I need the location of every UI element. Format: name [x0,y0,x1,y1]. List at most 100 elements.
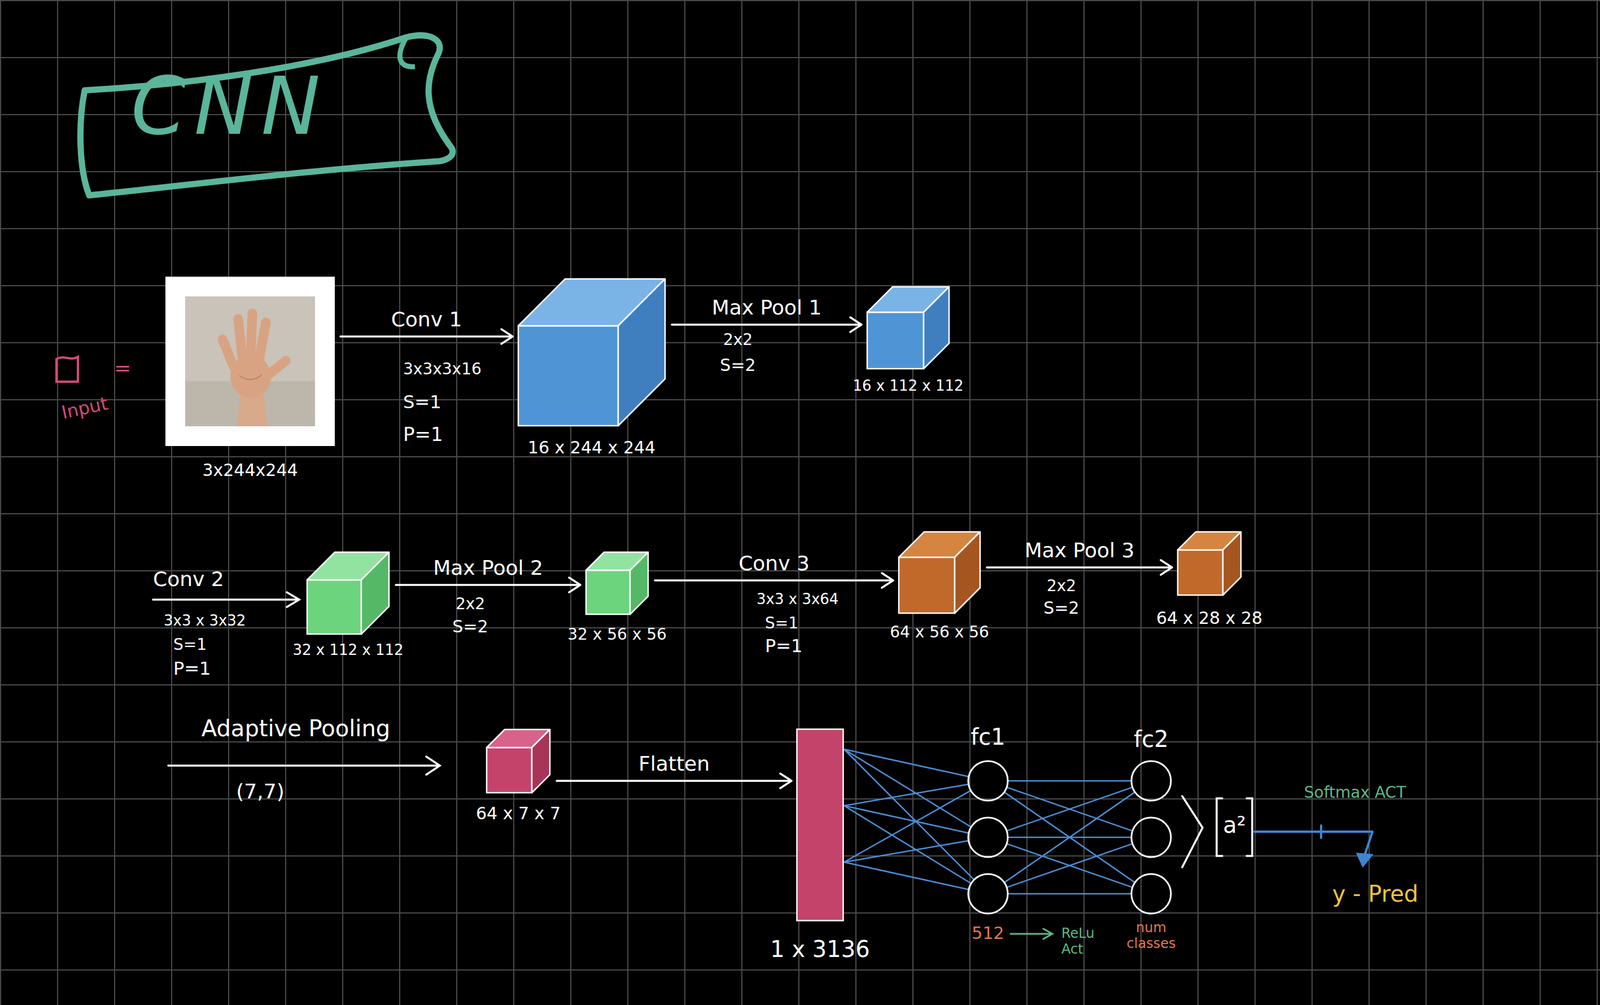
cube-front [867,312,924,369]
tensor-cube: 64 x 56 x 56 [897,530,982,615]
adaptive-pool-arrow [168,756,440,775]
pool-size: 2x2 [455,595,485,614]
operation-label: Max Pool 1 [711,295,823,319]
kernel-size: 3x3 x 3x32 [163,612,246,630]
vector-brackets [1216,798,1253,856]
dimension-label: 1 x 3136 [770,936,870,963]
node-figure [485,728,552,794]
cube-side [923,286,950,369]
layer-arrow [654,573,894,588]
node-figure [584,551,650,616]
cube-front [518,325,619,426]
tensor-cube: 64 x 28 x 28 [1176,530,1243,597]
padding-label: P=1 [403,423,444,446]
cube-front [486,747,532,793]
node-figure [967,759,1009,915]
cube-side [630,552,649,615]
input-label: Input [59,392,111,423]
stride-label: S=1 [173,635,207,654]
kernel-size: 3x3 x 3x64 [756,591,839,609]
node-figure [796,728,845,922]
stride-label: S=1 [764,614,799,633]
stride-label: S=2 [452,617,488,637]
tensor-cube: 64 x 7 x 7 [485,728,552,794]
cube-side [954,531,981,614]
equals-sign: = [114,356,131,380]
neuron [968,873,1008,914]
operation-label: Max Pool 2 [433,556,544,580]
layer-name: Adaptive Pooling [201,715,391,742]
dense-connections [844,749,974,890]
layer-arrow [671,317,862,332]
dense-connections [1004,780,1135,894]
stride-label: S=2 [1043,598,1079,619]
dimension-label: 32 x 56 x 56 [567,625,667,644]
neuron [1131,873,1171,914]
input-icon [56,356,78,382]
cube-side [361,552,389,635]
layer-size-label: 512 [971,923,1004,944]
tensor-cube: 32 x 112 x 112 [305,551,391,636]
dimension-label: fc2 [1133,726,1169,753]
dimension-label: 3x244x244 [202,460,298,481]
activation-label: ReLu Act [1061,925,1104,957]
neuron [968,761,1008,801]
dimension-label: 16 x 112 x 112 [852,377,964,395]
hand-finger [250,313,253,357]
softmax-arrowhead [1357,853,1372,867]
prediction-label: y - Pred [1332,880,1419,907]
tensor-cube: 16 x 112 x 112 [866,285,951,370]
stride-label: S=1 [403,391,441,413]
operation-label: Max Pool 3 [1024,538,1135,562]
neuron [1131,817,1171,858]
cube-front [307,579,362,635]
padding-label: P=1 [764,635,803,657]
cube-side [531,729,550,793]
cube-front [586,570,631,615]
output-vector: a² [1214,796,1255,859]
pool-size: 2x2 [1046,576,1077,596]
conv2-arrow [152,592,300,607]
node-figure [165,276,335,447]
node-figure [866,285,951,370]
input-image: 3x244x244 [165,276,335,447]
hand-finger [259,322,266,360]
title-banner [80,35,453,196]
cube-side [618,278,666,426]
dimension-label: a² [1222,811,1247,838]
operation-label: Conv 1 [391,307,463,331]
stride-label: S=2 [719,355,756,376]
activation-label: Softmax ACT [1304,783,1406,802]
layer-size-label: num classes [1117,920,1186,952]
softmax-arrow [1254,825,1373,858]
neuron [968,817,1008,858]
node-figure [897,530,982,615]
hand-photo [185,296,316,427]
kernel-size: 3x3x3x16 [403,360,482,379]
hand-finger [222,339,234,367]
tensor-cube: 32 x 56 x 56 [584,551,650,616]
dimension-label: 64 x 7 x 7 [475,803,561,824]
output-size: (7,7) [235,779,284,803]
cube-side [1222,531,1241,596]
vector-bar [797,729,844,921]
layer-name: Conv 2 [152,567,225,591]
tensor-cube: 16 x 244 x 244 [517,277,667,427]
flatten-vector: 1 x 3136 [796,728,845,922]
padding-label: P=1 [173,658,211,680]
layer-arrow [556,773,792,789]
dimension-label: 16 x 244 x 244 [527,438,656,458]
hand-finger [238,318,243,358]
palm-crease [239,374,262,380]
output-chevron [1182,796,1203,868]
node-figure [1130,759,1173,915]
pool-size: 2x2 [723,330,753,349]
photo-frame [165,276,335,447]
hand-palm [230,355,271,399]
neuron [1131,761,1171,801]
node-figure [1176,530,1243,597]
dimension-label: 32 x 112 x 112 [292,641,404,659]
relu-arrow [1010,928,1053,939]
fc-layer: fc2num classes [1130,759,1173,915]
